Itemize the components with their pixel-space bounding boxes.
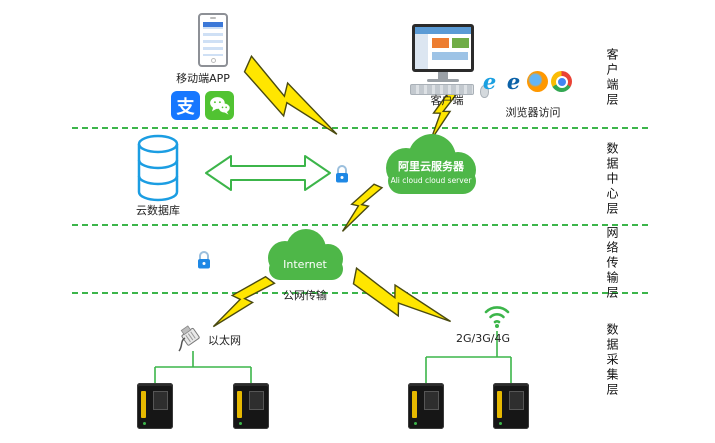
client-monitor-icon <box>412 24 474 72</box>
layer-label-client: 客户端层 <box>605 48 619 108</box>
mobile-app-label: 移动端APP <box>176 72 230 85</box>
device-led <box>239 422 242 425</box>
firefox-browser-icon <box>527 71 548 92</box>
ethernet-connector-icon <box>178 325 200 352</box>
gateway-device-3 <box>408 383 444 429</box>
ie-browser-icon: e <box>482 69 497 94</box>
alipay-glyph: 支 <box>176 96 195 118</box>
gateway-device-4 <box>493 383 529 429</box>
device-label-strip <box>412 391 417 418</box>
layer-label-data-center: 数据中心层 <box>605 142 619 217</box>
browser-icons: e e <box>479 69 572 94</box>
edge-browser-icon: e <box>506 69 521 94</box>
client-pc-label: 客户端 <box>430 94 464 107</box>
device-screen <box>424 391 439 410</box>
phone-screen <box>203 22 223 56</box>
cloud-db-label: 云数据库 <box>136 204 180 217</box>
database-icon <box>137 134 179 202</box>
double-arrow-db-server <box>205 155 331 191</box>
monitor-screen <box>415 27 471 69</box>
device-label-strip <box>141 391 146 418</box>
device-led <box>143 422 146 425</box>
layer-divider-3 <box>72 292 648 294</box>
lock-icon-internet <box>198 251 210 269</box>
phone-speaker <box>210 17 216 19</box>
layer-label-acquisition: 数据采集层 <box>605 323 619 398</box>
ethernet-label: 以太网 <box>208 334 241 347</box>
monitor-base <box>427 79 459 82</box>
internet-cloud-icon: Internet <box>268 229 343 280</box>
lightning-bolt-internet-to-cellular <box>348 267 459 327</box>
alipay-icon: 支 <box>171 91 200 120</box>
lock-icon-server <box>336 165 348 183</box>
device-led <box>414 422 417 425</box>
device-led <box>499 422 502 425</box>
device-screen <box>153 391 168 410</box>
cellular-label: 2G/3G/4G <box>456 332 510 345</box>
monitor-stand <box>438 72 448 79</box>
browser-access-label: 浏览器访问 <box>505 106 561 119</box>
device-screen <box>509 391 524 410</box>
ali-cloud-server-icon: 阿里云服务器 Ali cloud cloud server <box>386 134 476 194</box>
layer-divider-2 <box>72 224 648 226</box>
ali-cloud-label-cn: 阿里云服务器 <box>398 159 465 173</box>
gateway-device-2 <box>233 383 269 429</box>
public-network-label: 公网传输 <box>283 289 327 302</box>
mouse-icon <box>480 85 489 98</box>
device-label-strip <box>237 391 242 418</box>
device-screen <box>249 391 264 410</box>
internet-label: Internet <box>283 258 327 271</box>
device-label-strip <box>497 391 502 418</box>
phone-home-button <box>211 58 216 63</box>
keyboard-icon <box>410 84 474 95</box>
wifi-icon <box>484 306 510 328</box>
wechat-bubbles <box>210 97 230 115</box>
mobile-phone-icon <box>198 13 228 67</box>
ali-cloud-label-en: Ali cloud cloud server <box>391 176 473 185</box>
wechat-icon <box>205 91 234 120</box>
gateway-device-1 <box>137 383 173 429</box>
layer-label-network: 网络传输层 <box>605 226 619 301</box>
ethernet-tree-lines <box>154 351 252 383</box>
chrome-browser-icon <box>551 71 572 92</box>
layer-divider-1 <box>72 127 648 129</box>
